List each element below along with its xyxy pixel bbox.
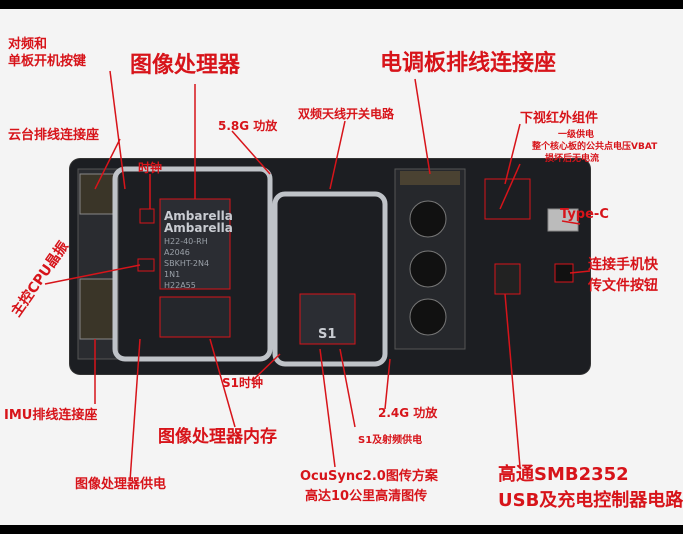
label-ocusync-1: OcuSync2.0图传方案 bbox=[300, 469, 438, 484]
cpu-crystal-box bbox=[137, 258, 155, 272]
label-power-1: 一级供电 bbox=[558, 130, 595, 140]
label-processor-memory: 图像处理器内存 bbox=[158, 427, 277, 447]
label-dual-antenna: 双频天线开关电路 bbox=[298, 107, 395, 121]
label-clock: 时钟 bbox=[138, 161, 163, 175]
label-ocusync-2: 高达10公里高清图传 bbox=[305, 489, 428, 504]
label-power-3: 损坏后无电流 bbox=[545, 154, 600, 164]
clock-box bbox=[139, 208, 155, 224]
imu-connector bbox=[79, 278, 115, 340]
label-s1-clock: S1时钟 bbox=[222, 376, 263, 390]
ambarella-line5: 1N1 bbox=[164, 270, 181, 279]
label-5-8g-amp: 5.8G 功放 bbox=[218, 119, 278, 133]
label-duipin: 对频和 bbox=[8, 37, 48, 52]
typec-port bbox=[547, 208, 579, 232]
ir-module-box bbox=[484, 178, 531, 220]
esc-connector bbox=[400, 171, 460, 185]
label-phone-button-2: 传文件按钮 bbox=[588, 278, 658, 294]
ambarella-line2: H22-40-RH bbox=[164, 237, 208, 246]
rf-shield bbox=[272, 191, 388, 367]
label-power-2: 整个核心板的公共点电压VBAT bbox=[532, 142, 658, 152]
label-power-button: 单板开机按键 bbox=[8, 54, 87, 69]
ir-sensor-1 bbox=[409, 200, 447, 238]
leader-lines bbox=[44, 70, 591, 482]
ambarella-brand: Ambarella bbox=[164, 221, 233, 235]
s1-chip bbox=[299, 293, 356, 345]
label-s1-rf-power: S1及射频供电 bbox=[358, 435, 423, 446]
processor-shield bbox=[112, 166, 273, 362]
label-qcom-1: 高通SMB2352 bbox=[498, 464, 629, 485]
label-image-processor: 图像处理器 bbox=[130, 53, 241, 78]
qcom-chip bbox=[494, 263, 521, 295]
label-phone-button-1: 连接手机快 bbox=[588, 257, 658, 273]
ambarella-line3: A2046 bbox=[164, 248, 190, 257]
ir-sensor-3 bbox=[409, 298, 447, 336]
label-gimbal-connector: 云台排线连接座 bbox=[8, 128, 100, 143]
label-processor-power: 图像处理器供电 bbox=[75, 477, 167, 492]
ambarella-line4: SBKHT-2N4 bbox=[164, 259, 210, 268]
ambarella-text: Ambarella bbox=[164, 209, 233, 223]
ambarella-line6: H22A55 bbox=[164, 281, 196, 290]
board-graphics: Ambarella bbox=[44, 70, 591, 482]
memory-chip bbox=[159, 296, 231, 338]
label-esc-connector: 电调板排线连接座 bbox=[380, 51, 557, 76]
label-qcom-2: USB及充电控制器电路 bbox=[498, 490, 683, 511]
label-imu-connector: IMU排线连接座 bbox=[4, 408, 98, 423]
label-typec: Type-C bbox=[560, 207, 609, 222]
photo-frame: Ambarella Ambarella H22-40-RH A2046 SBKH… bbox=[0, 9, 683, 525]
gimbal-connector bbox=[79, 173, 115, 215]
label-ir-module: 下视红外组件 bbox=[520, 111, 599, 126]
ir-sensor-2 bbox=[409, 250, 447, 288]
s1-chip-text: S1 bbox=[318, 327, 337, 342]
label-2-4g-amp: 2.4G 功放 bbox=[378, 406, 438, 420]
